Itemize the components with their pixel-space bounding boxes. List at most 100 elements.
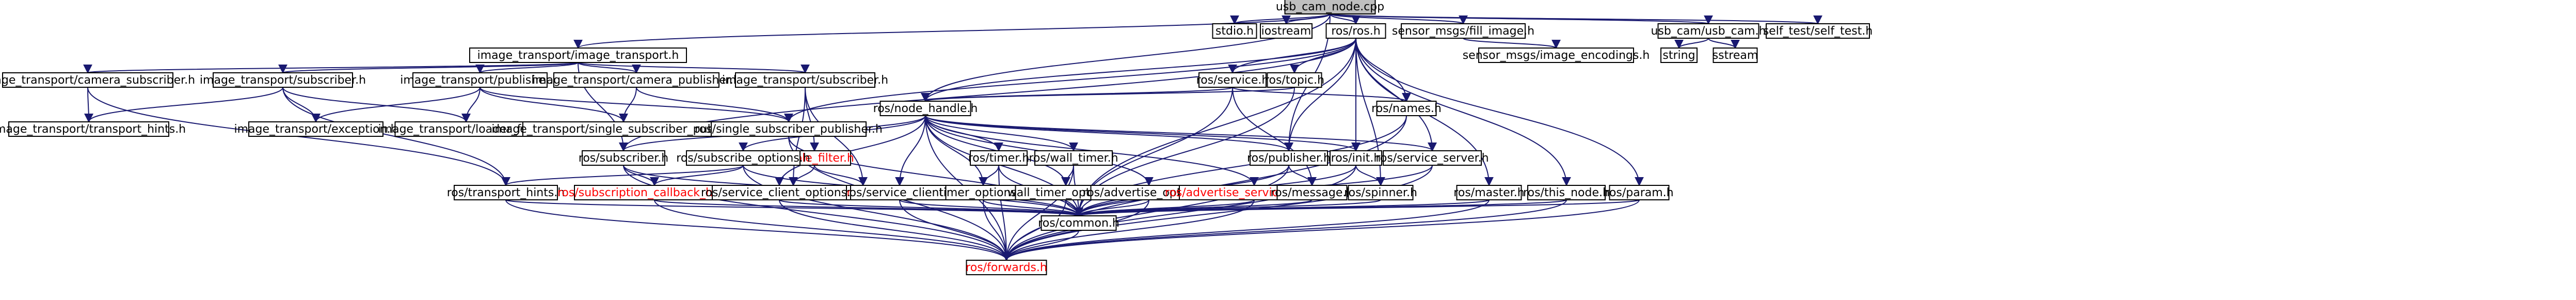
node-ros_timer_h[interactable]: ros/timer.h <box>968 150 1030 166</box>
node-ros_ros_h[interactable]: ros/ros.h <box>1325 23 1386 39</box>
node-label: image_transport/camera_subscriber.h <box>0 74 195 87</box>
node-ros_transport_hints_h[interactable]: ros/transport_hints.h <box>447 185 565 200</box>
node-box <box>712 185 847 200</box>
edge-image_transport_publisher_h-to-image_transport_single_subscriber_publisher_h <box>479 87 628 123</box>
node-string: string <box>1660 48 1698 63</box>
node-label: sensor_msgs/image_encodings.h <box>1463 49 1650 62</box>
node-label: self_test/self_test.h <box>1763 25 1873 38</box>
node-label: image_transport/subscriber.h <box>200 74 366 87</box>
node-box <box>8 121 169 137</box>
node-label: image_transport/exception.h <box>234 123 397 136</box>
edge-ros_master_h-to-ros_forwards_h <box>1002 199 1490 261</box>
node-ros_service_client_h[interactable]: ros/service_client.h <box>845 185 954 200</box>
edge-ros_ros_h-to-ros_single_subscriber_publisher_h <box>784 38 1356 123</box>
node-ros_node_handle_h[interactable]: ros/node_handle.h <box>873 101 978 116</box>
node-ros_common_h[interactable]: ros/common.h <box>1038 215 1119 231</box>
edge-ros_advertise_service_options_h-to-ros_forwards_h <box>1002 199 1255 261</box>
node-usb_cam_node_cpp[interactable]: usb_cam_node.cpp <box>1276 0 1384 14</box>
node-box <box>1284 0 1376 14</box>
edge-image_transport_image_transport_h-to-image_transport_publisher_h <box>475 62 579 74</box>
edge-ros_this_node_h-to-ros_common_h <box>1075 199 1567 217</box>
edge-ros_node_handle_h-to-ros_service_server_h <box>925 115 1437 152</box>
edge-usb_cam_usb_cam_h-to-string <box>1674 38 1709 49</box>
node-sensor_msgs_fill_image_h[interactable]: sensor_msgs/fill_image.h <box>1392 23 1534 39</box>
node-box <box>1456 185 1522 200</box>
node-image_transport_exception_h[interactable]: image_transport/exception.h <box>234 121 398 137</box>
node-box <box>850 185 949 200</box>
edge-image_transport_subscriber_h-to-image_transport_exception_h <box>282 87 321 123</box>
node-ros_subscription_callback_helper_h[interactable]: ros/subscription_callback_helper.h <box>557 185 751 200</box>
node-label: sstream <box>1713 49 1758 62</box>
node-ros_service_h[interactable]: ros/service.h <box>1196 72 1269 88</box>
node-box <box>454 185 558 200</box>
node-label: ros/forwards.h <box>966 261 1047 274</box>
node-image_transport_camera_subscriber_h[interactable]: image_transport/camera_subscriber.h <box>0 72 195 88</box>
node-label: ros/service.h <box>1196 74 1269 87</box>
node-ros_master_h[interactable]: ros/master.h <box>1453 185 1525 200</box>
node-sensor_msgs_image_encodings_h[interactable]: sensor_msgs/image_encodings.h <box>1463 48 1650 63</box>
node-box <box>879 101 971 116</box>
node-box <box>412 72 548 88</box>
node-label: image_transport/publisher.h <box>400 74 560 87</box>
node-box <box>469 48 687 63</box>
edge-ros_ros_h-to-ros_service_h <box>1228 38 1356 74</box>
node-self_test_self_test_h[interactable]: self_test/self_test.h <box>1763 23 1873 39</box>
node-box <box>1478 48 1634 63</box>
edge-ros_ros_h-to-ros_service_server_h <box>1355 38 1437 152</box>
edge-image_transport_publisher_h-to-image_transport_exception_h <box>311 87 481 123</box>
edge-ros_ros_h-to-ros_node_handle_h <box>921 38 1356 102</box>
edge-image_transport_camera_publisher_h-to-image_transport_single_subscriber_publisher_h <box>619 87 637 123</box>
edge-ros_timer_h-to-timer_options_h <box>979 165 999 186</box>
node-ros_publisher_h[interactable]: ros/publisher.h <box>1247 150 1331 166</box>
node-box <box>1527 185 1606 200</box>
node-iostream: iostream <box>1260 23 1313 39</box>
node-image_transport_camera_publisher_h[interactable]: image_transport/camera_publisher.h <box>532 72 741 88</box>
node-ros_names_h[interactable]: ros/names.h <box>1371 101 1442 116</box>
edge-usb_cam_usb_cam_h-to-sstream <box>1708 38 1740 49</box>
node-box <box>582 150 665 166</box>
node-box <box>1325 23 1386 39</box>
node-box <box>248 121 383 137</box>
node-ros_message_h[interactable]: ros/message.h <box>1271 185 1354 200</box>
node-sstream: sstream <box>1713 48 1758 63</box>
node-ros_service_client_options_h[interactable]: ros/service_client_options.h <box>701 185 858 200</box>
node-box <box>574 185 735 200</box>
node-label: ros/publisher.h <box>1247 152 1331 165</box>
node-box <box>2 72 173 88</box>
node-ros_subscriber_h[interactable]: ros/subscriber.h <box>579 150 668 166</box>
node-box <box>553 72 719 88</box>
node-image_transport_transport_hints_h[interactable]: image_transport/transport_hints.h <box>0 121 186 137</box>
node-ros_subscribe_options_h[interactable]: ros/subscribe_options.h <box>676 150 810 166</box>
edge-ros_this_node_h-to-ros_forwards_h <box>1002 199 1567 261</box>
node-box <box>966 260 1047 275</box>
node-ros_this_node_h[interactable]: ros/this_node.h <box>1523 185 1610 200</box>
edge-image_transport_subscriber_h-to-ros_transport_hints_h <box>282 87 510 186</box>
edge-image_transport_subscriber_h-to-image_transport_transport_hints_h <box>84 87 283 123</box>
node-image_transport_publisher_h[interactable]: image_transport/publisher.h <box>400 72 560 88</box>
edge-ros_service_server_h-to-ros_forwards_h <box>1002 165 1433 261</box>
node-ros_spinner_h[interactable]: ros/spinner.h <box>1344 185 1417 200</box>
edge-usb_cam_node_cpp-to-self_test_self_test_h <box>1330 13 1822 25</box>
node-label: ros/service_client_options.h <box>701 186 858 199</box>
edge-ros_ros_h-to-ros_param_h <box>1355 38 1644 186</box>
node-label: sensor_msgs/fill_image.h <box>1392 25 1534 38</box>
edge-usb_cam_node_cpp-to-image_transport_image_transport_h <box>573 13 1331 49</box>
edge-image_transport_image_transport_h-to-image_transport_subscriber_h <box>278 62 579 74</box>
node-image_transport_subscriber_h_2[interactable]: image_transport/subscriber.h <box>722 72 888 88</box>
node-ros_single_subscriber_publisher_h[interactable]: ros/single_subscriber_publisher.h <box>695 121 883 137</box>
node-usb_cam_usb_cam_h[interactable]: usb_cam/usb_cam.h <box>1651 23 1766 39</box>
node-box <box>1383 150 1482 166</box>
node-image_transport_subscriber_h[interactable]: image_transport/subscriber.h <box>200 72 366 88</box>
node-label: iostream <box>1261 25 1311 38</box>
node-ros_init_h[interactable]: ros/init.h <box>1330 150 1382 166</box>
node-ros_param_h[interactable]: ros/param.h <box>1605 185 1674 200</box>
node-ros_topic_h[interactable]: ros/topic.h <box>1265 72 1324 88</box>
node-box <box>522 121 725 137</box>
node-ros_service_server_h[interactable]: ros/service_server.h <box>1375 150 1489 166</box>
node-label: ros/init.h <box>1331 152 1381 165</box>
node-ros_wall_timer_h[interactable]: ros/wall_timer.h <box>1029 150 1118 166</box>
node-ros_forwards_h[interactable]: ros/forwards.h <box>966 260 1047 275</box>
node-image_transport_image_transport_h[interactable]: image_transport/image_transport.h <box>469 48 687 63</box>
node-box <box>1660 48 1698 63</box>
